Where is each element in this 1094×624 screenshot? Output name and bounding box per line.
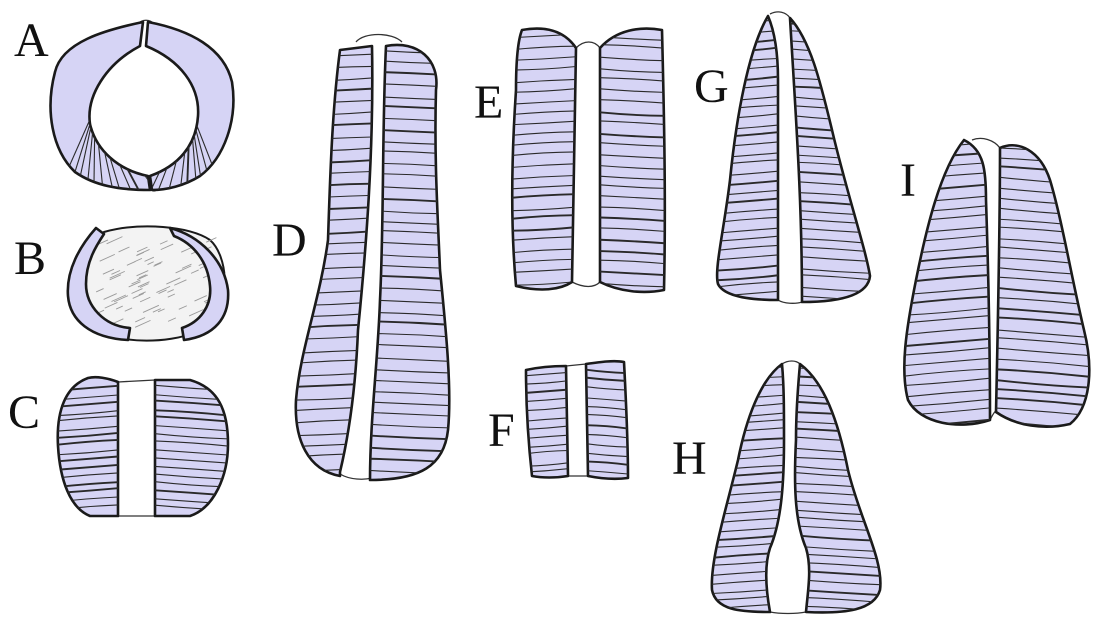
striation-line bbox=[95, 88, 188, 108]
striation-line bbox=[710, 20, 784, 26]
striation-line bbox=[95, 108, 181, 148]
striation-line bbox=[102, 108, 190, 144]
label-e: E bbox=[474, 76, 503, 129]
striation-line bbox=[95, 108, 188, 128]
stage-b-cross-section bbox=[68, 226, 228, 340]
striation-line bbox=[900, 142, 994, 150]
striation-line bbox=[786, 23, 876, 29]
stage-c-cross-section bbox=[50, 377, 235, 516]
striation-line bbox=[96, 108, 190, 118]
striation-line bbox=[106, 108, 190, 153]
striation-line bbox=[95, 107, 190, 108]
label-f: F bbox=[488, 404, 515, 457]
striation-line bbox=[95, 80, 186, 108]
label-b: B bbox=[14, 232, 46, 285]
striation-line bbox=[99, 81, 190, 108]
striation-line bbox=[95, 108, 190, 109]
stage-g-cross-section bbox=[710, 12, 876, 303]
striation-line bbox=[99, 108, 190, 135]
striation-line bbox=[95, 108, 176, 157]
stage-i-cross-section bbox=[900, 138, 1094, 428]
label-h: H bbox=[672, 432, 707, 485]
striation-line bbox=[113, 108, 190, 163]
striation-line bbox=[97, 108, 190, 127]
striation-line bbox=[95, 108, 189, 120]
stage-f-cross-section bbox=[520, 361, 632, 479]
striation-line bbox=[97, 90, 190, 108]
striation-line bbox=[96, 97, 190, 108]
stage-d-cross-section bbox=[290, 35, 456, 481]
label-c: C bbox=[8, 386, 40, 439]
label-a: A bbox=[14, 14, 49, 67]
label-d: D bbox=[272, 214, 307, 267]
label-g: G bbox=[694, 60, 729, 113]
striation-line bbox=[94, 108, 95, 203]
stage-a-cross-section bbox=[51, 20, 234, 203]
stage-e-cross-section bbox=[508, 29, 670, 292]
stage-h-cross-section bbox=[704, 361, 888, 614]
striation-line bbox=[95, 99, 190, 108]
label-i: I bbox=[900, 154, 916, 207]
striation-line bbox=[95, 108, 185, 139]
